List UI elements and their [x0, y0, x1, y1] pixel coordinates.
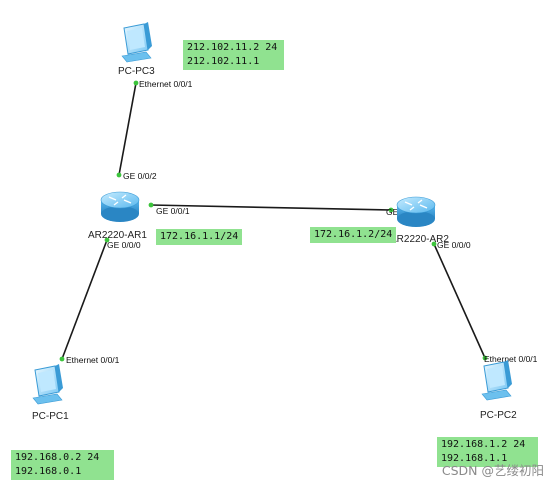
- pc3-node[interactable]: PC-PC3: [118, 21, 155, 77]
- pc1-node[interactable]: PC-PC1: [32, 363, 69, 422]
- port-dot: [431, 241, 437, 247]
- port-dot: [116, 172, 122, 178]
- pc2-label: PC-PC2: [480, 410, 517, 421]
- pc3-label: PC-PC3: [118, 66, 155, 77]
- ip-note-pc1: 192.168.0.2 24 192.168.0.1: [11, 450, 114, 480]
- port-label-pc1-eth: Ethernet 0/0/1: [66, 355, 120, 365]
- pc-icon: [481, 359, 513, 401]
- pc1-label: PC-PC1: [32, 411, 69, 422]
- link-ar1-ar2: [150, 204, 392, 211]
- port-label-pc2-eth: Ethernet 0/0/1: [484, 354, 538, 364]
- port-dot: [133, 80, 139, 86]
- ip-note-line: 192.168.1.1: [441, 453, 508, 464]
- csdn-watermark: CSDN @艺缕初阳: [441, 463, 544, 478]
- ip-note-line: 192.168.0.1: [15, 466, 82, 477]
- ar2-label: AR2220-AR2: [390, 234, 449, 245]
- ip-note-line: 172.16.1.1/24: [160, 231, 239, 242]
- ip-note-line: 192.168.1.2 24: [441, 439, 526, 450]
- ip-note-line: 192.168.0.2 24: [15, 452, 100, 463]
- pc2-node[interactable]: PC-PC2: [480, 359, 517, 421]
- ar1-node[interactable]: AR2220-AR1: [88, 191, 147, 241]
- ip-note-pc2: 192.168.1.2 24 192.168.1.1: [437, 437, 538, 467]
- ar2-node[interactable]: AR2220-AR2: [390, 196, 449, 245]
- link-pc3-ar1: [118, 82, 137, 176]
- link-ar1-pc1: [61, 239, 108, 360]
- link-ar2-pc2: [433, 243, 486, 359]
- port-label-ar1-ge000: GE 0/0/0: [107, 240, 141, 250]
- router-icon: [100, 191, 140, 223]
- ip-note-line: 172.16.1.2/24: [314, 229, 393, 240]
- port-dot: [388, 207, 394, 213]
- port-dot: [104, 237, 110, 243]
- ip-note-ar2: 172.16.1.2/24: [310, 227, 397, 243]
- ip-note-pc3: 212.102.11.2 24 212.102.11.1: [183, 40, 284, 70]
- port-label-ar2-ge000: GE 0/0/0: [437, 240, 471, 250]
- ip-note-line: 212.102.11.2 24: [187, 42, 278, 53]
- ip-note-line: 212.102.11.1: [187, 56, 260, 67]
- port-label-pc3-eth: Ethernet 0/0/1: [139, 79, 193, 89]
- port-dot: [59, 356, 65, 362]
- ar1-label: AR2220-AR1: [88, 230, 147, 241]
- pc-icon: [32, 363, 64, 405]
- pc-icon: [121, 21, 153, 63]
- port-dot: [148, 202, 154, 208]
- router-icon: [396, 196, 436, 228]
- port-label-ar1-ge002: GE 0/0/2: [123, 171, 157, 181]
- port-dot: [482, 355, 488, 361]
- ip-note-ar1: 172.16.1.1/24: [156, 229, 243, 245]
- port-label-ar1-ge001: GE 0/0/1: [156, 206, 190, 216]
